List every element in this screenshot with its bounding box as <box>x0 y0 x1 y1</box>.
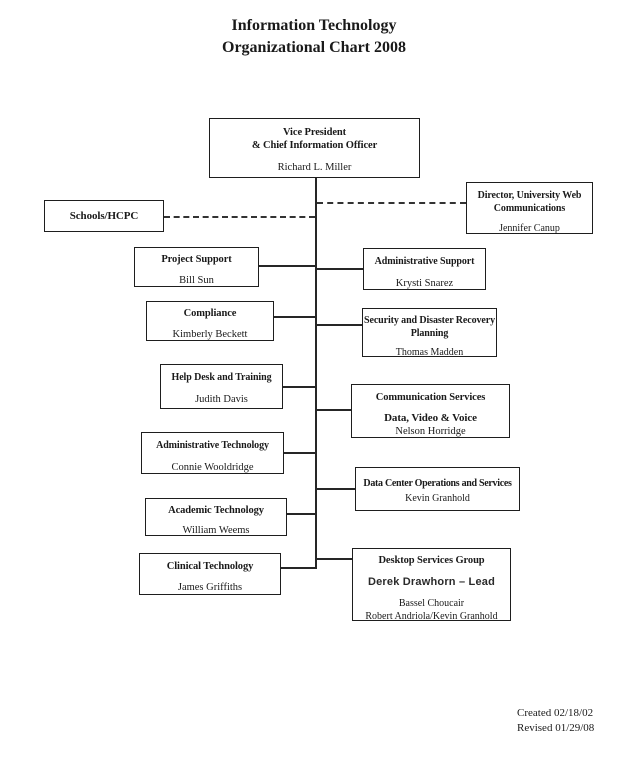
connector-help-desk <box>283 386 317 388</box>
connector-trunk-vertical <box>315 178 317 569</box>
box-title: Administrative Support <box>374 256 475 267</box>
box-title: Planning <box>410 328 449 339</box>
org-box-vice-president: Vice President & Chief Information Offic… <box>209 118 420 178</box>
connector-dashed-schools <box>164 216 315 218</box>
box-title: Clinical Technology <box>166 561 254 572</box>
person-name: Richard L. Miller <box>277 162 352 173</box>
connector-desktop-services <box>317 558 352 560</box>
box-title: Communication Services <box>375 392 486 403</box>
box-title: Desktop Services Group <box>378 555 485 566</box>
person-name: Thomas Madden <box>395 347 464 358</box>
person-name: Nelson Horridge <box>395 426 466 437</box>
box-title: Academic Technology <box>168 505 264 516</box>
connector-dashed-director <box>317 202 466 204</box>
box-title: Security and Disaster Recovery <box>364 315 495 326</box>
connector-comm-services <box>317 409 351 411</box>
org-box-clinical-technology: Clinical Technology James Griffiths <box>139 553 281 595</box>
box-title: Help Desk and Training <box>171 372 272 383</box>
box-title: Compliance <box>183 308 237 319</box>
page-title-line1: Information Technology <box>231 17 397 34</box>
org-box-project-support: Project Support Bill Sun <box>134 247 259 287</box>
person-name: James Griffiths <box>177 582 243 593</box>
org-box-help-desk-training: Help Desk and Training Judith Davis <box>160 364 283 409</box>
box-title: Administrative Technology <box>156 440 269 451</box>
org-box-academic-technology: Academic Technology William Weems <box>145 498 287 536</box>
person-name: Bassel Choucair <box>398 598 465 609</box>
org-box-administrative-support: Administrative Support Krysti Snarez <box>363 248 486 290</box>
created-date: Created 02/18/02 <box>517 707 594 719</box>
page-title-line2: Organizational Chart 2008 <box>222 39 406 56</box>
connector-project-support <box>259 265 317 267</box>
revised-date: Revised 01/29/08 <box>517 722 595 734</box>
org-box-security-disaster-recovery: Security and Disaster Recovery Planning … <box>362 308 497 358</box>
box-title: Schools/HCPC <box>69 209 139 222</box>
box-title: Vice President <box>282 127 347 138</box>
person-name: Bill Sun <box>179 275 214 286</box>
org-box-desktop-services-group: Desktop Services Group Derek Drawhorn – … <box>352 548 511 622</box>
person-name: Kimberly Beckett <box>172 329 248 340</box>
person-name: Jennifer Canup <box>499 223 560 234</box>
page-title: Information Technology Organizational Ch… <box>0 15 628 59</box>
box-title: & Chief Information Officer <box>251 140 378 151</box>
connector-data-center <box>317 488 355 490</box>
org-box-compliance: Compliance Kimberly Beckett <box>146 301 274 341</box>
box-subtitle: Data, Video & Voice <box>384 412 477 424</box>
org-box-communication-services: Communication Services Data, Video & Voi… <box>351 384 510 438</box>
org-box-director-web-communications: Director, University Web Communications … <box>466 182 593 234</box>
connector-clinical-technology <box>281 567 317 569</box>
box-title: Director, University Web <box>477 190 582 201</box>
box-title: Communications <box>493 203 566 214</box>
connector-admin-technology <box>284 452 317 454</box>
person-name: Connie Wooldridge <box>171 462 254 473</box>
person-name: Robert Andriola/Kevin Granhold <box>365 611 498 622</box>
connector-academic-technology <box>287 513 317 515</box>
connector-compliance <box>274 316 317 318</box>
person-name: Judith Davis <box>195 394 248 405</box>
revision-note: Created 02/18/02 Revised 01/29/08 <box>517 706 594 736</box>
org-box-administrative-technology: Administrative Technology Connie Wooldri… <box>141 432 284 474</box>
person-name-lead: Derek Drawhorn – Lead <box>367 576 496 588</box>
person-name: Kevin Granhold <box>405 493 470 504</box>
org-box-data-center-operations: Data Center Operations and Services Kevi… <box>355 467 520 511</box>
person-name: Krysti Snarez <box>395 278 454 289</box>
connector-admin-support <box>317 268 363 270</box>
org-box-schools-hcpc: Schools/HCPC <box>44 200 164 232</box>
box-title: Project Support <box>161 254 232 265</box>
box-title: Data Center Operations and Services <box>363 478 512 489</box>
person-name: William Weems <box>182 525 250 536</box>
connector-security <box>317 324 362 326</box>
